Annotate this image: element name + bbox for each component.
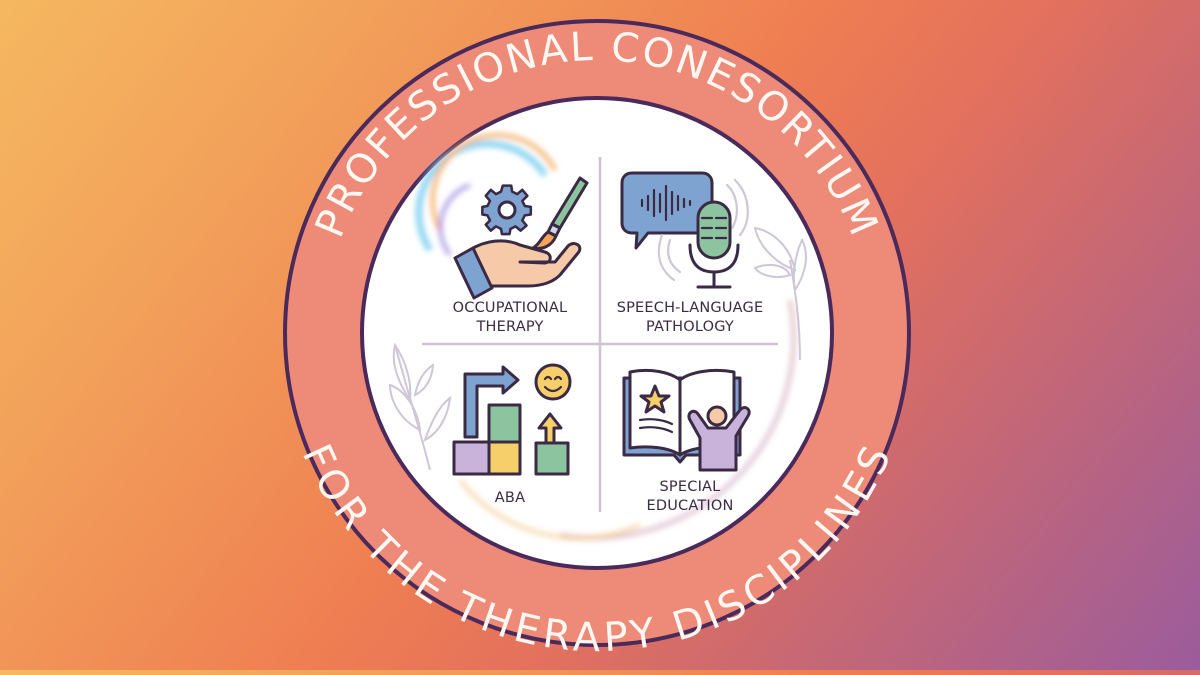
leaf-branch-right-icon <box>753 226 807 361</box>
quadrant-aba: ABA <box>452 363 572 506</box>
hand-gear-paintbrush-icon <box>453 176 589 300</box>
quadrant-dividers <box>422 157 778 512</box>
quadrant-label-line1: OCCUPATIONAL <box>453 300 568 316</box>
quadrant-label-line1: ABA <box>495 490 525 506</box>
quadrant-speech-language-pathology: SPEECH-LANGUAGE PATHOLOGY <box>617 171 764 335</box>
quadrant-label-line1: SPECIAL <box>660 479 721 495</box>
leaf-branch-left-icon <box>388 342 452 471</box>
quadrant-special-education: SPECIAL EDUCATION <box>622 368 751 514</box>
book-star-child-icon <box>622 368 751 472</box>
speech-bubble-microphone-icon <box>620 171 749 289</box>
quadrant-occupational-therapy: OCCUPATIONAL THERAPY <box>453 176 589 335</box>
quadrant-label-line2: EDUCATION <box>646 498 733 514</box>
quadrant-label-line2: THERAPY <box>475 319 543 335</box>
quadrant-label-line1: SPEECH-LANGUAGE <box>617 300 764 316</box>
quadrant-label-line2: PATHOLOGY <box>646 319 734 335</box>
blocks-smiley-arrow-icon <box>452 363 572 476</box>
decorative-glow-arcs <box>415 132 797 541</box>
